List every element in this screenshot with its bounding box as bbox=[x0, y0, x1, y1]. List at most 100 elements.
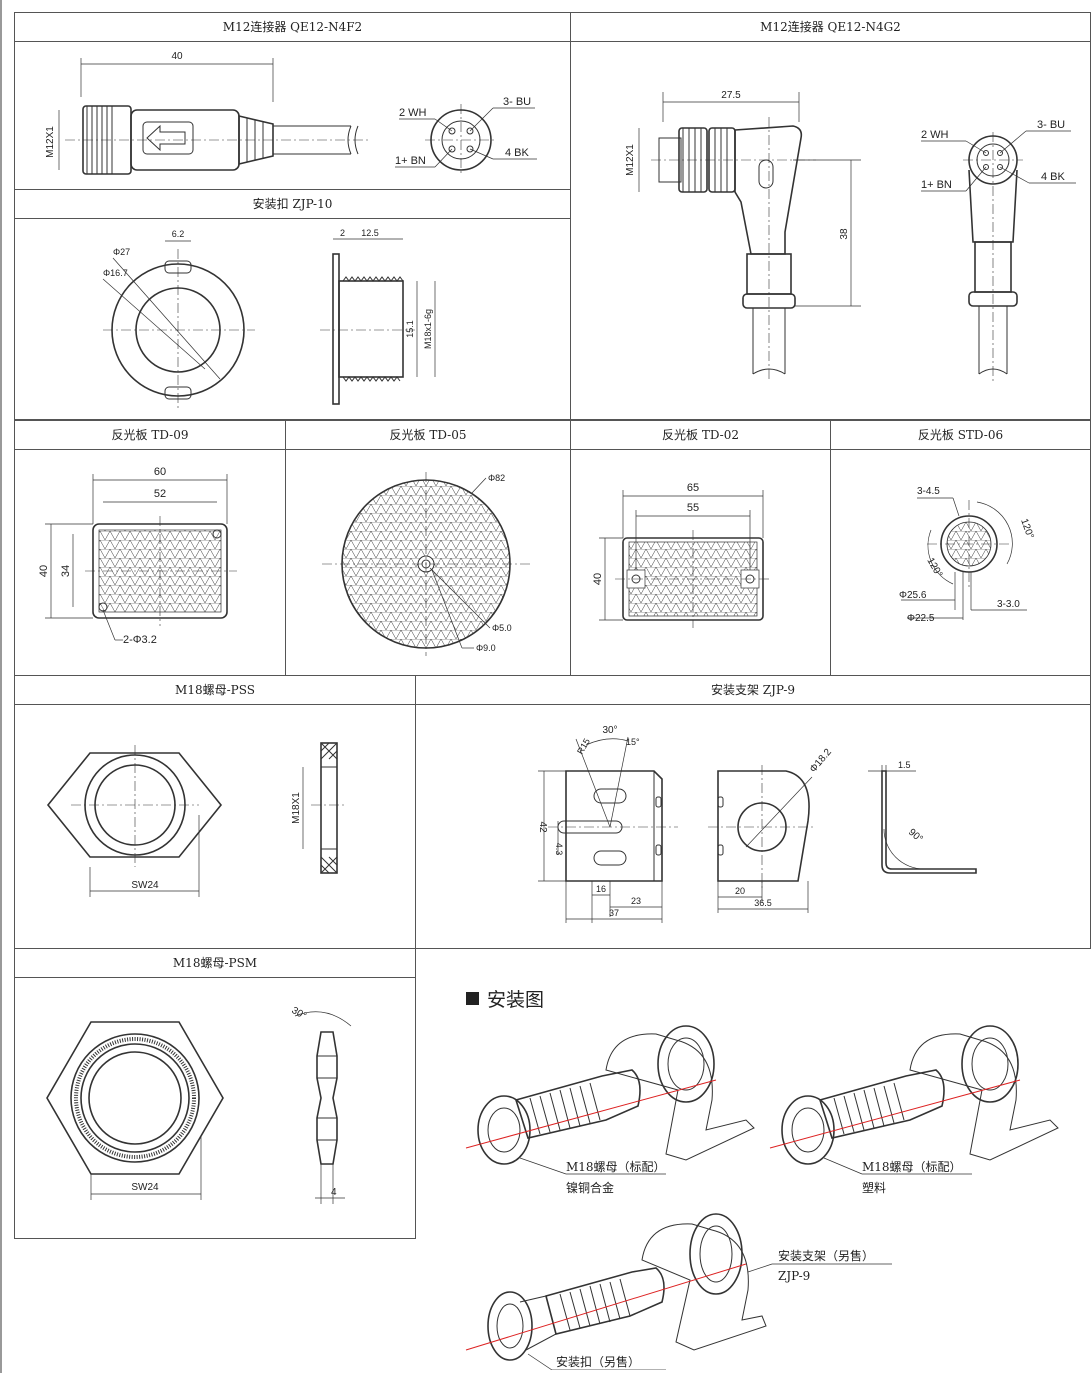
dim-36-5: 36.5 bbox=[754, 898, 772, 908]
panel-std06: 反光板 STD-06 120° 120° 3-4.5 Φ25.6 Φ22.5 3… bbox=[830, 420, 1091, 676]
install-heading: 安装图 bbox=[466, 985, 544, 1012]
assembly-plastic-nut: M18螺母（标配） 塑料 bbox=[769, 1025, 1059, 1195]
panel-title: M18螺母-PSM bbox=[15, 949, 415, 978]
panel-psm: M18螺母-PSM SW24 30° 4 bbox=[14, 948, 416, 1239]
dim-inner-width: 52 bbox=[154, 488, 166, 500]
panel-qe12-n4f2: M12连接器 QE12-N4F2 40 M12X1 2 WH 3- BU 1+ … bbox=[14, 12, 571, 190]
panel-title: M18螺母-PSS bbox=[15, 676, 415, 705]
panel-title: 安装支架 ZJP-9 bbox=[416, 676, 1090, 705]
pin-2: 2 WH bbox=[921, 129, 949, 141]
label-bracket: 安装支架（另售） bbox=[778, 1248, 874, 1263]
dim-slot: 3-3.0 bbox=[997, 599, 1020, 610]
dim-radius: R15 bbox=[575, 737, 592, 756]
dim-thickness: 2 bbox=[340, 228, 345, 238]
reflector-td09-drawing: 60 52 40 34 2-Φ3.2 bbox=[38, 466, 237, 646]
dim-height: 15.1 bbox=[405, 320, 415, 338]
dim-thread: M18x1-6g bbox=[423, 309, 433, 349]
dim-hole: 2-Φ3.2 bbox=[123, 634, 157, 646]
dim-angle-15: 15° bbox=[626, 737, 640, 747]
nut-psm-drawing: SW24 30° 4 bbox=[46, 1005, 352, 1204]
dim-angle-1: 120° bbox=[1018, 517, 1035, 540]
dim-counterbore-dia: Φ9.0 bbox=[476, 643, 496, 653]
dim-length: 12.5 bbox=[361, 228, 379, 238]
label-bracket-model: ZJP-9 bbox=[778, 1269, 810, 1283]
dim-width: 27.5 bbox=[721, 90, 741, 101]
dim-outer-height: 40 bbox=[38, 565, 50, 577]
dim-37: 37 bbox=[609, 908, 619, 918]
dim-thread: M12X1 bbox=[45, 126, 56, 158]
dim-slot-width: 3-4.5 bbox=[917, 486, 940, 497]
dim-angle-30: 30° bbox=[602, 725, 617, 736]
assembly-metal-nut: M18螺母（标配） 镍铜合金 bbox=[465, 1025, 755, 1195]
bullet-square-icon bbox=[466, 992, 479, 1005]
pin-3: 3- BU bbox=[503, 96, 531, 108]
panel-zjp10: 安装扣 ZJP-10 6.2 Φ27 Φ16.7 2 12.5 15.1 M18… bbox=[14, 189, 571, 420]
dim-inner-dia: Φ22.5 bbox=[907, 613, 935, 624]
dim-angle: 30° bbox=[290, 1005, 309, 1022]
panel-pss: M18螺母-PSS SW24 M18X1 bbox=[14, 675, 416, 949]
panel-title: M12连接器 QE12-N4F2 bbox=[15, 13, 570, 42]
dim-thread: M18X1 bbox=[291, 792, 302, 824]
dim-angle-90: 90° bbox=[906, 827, 925, 845]
dim-inner-dia: Φ16.7 bbox=[103, 268, 128, 278]
label-plastic-material: 塑料 bbox=[862, 1180, 886, 1195]
panel-title: M12连接器 QE12-N4G2 bbox=[571, 13, 1090, 42]
install-heading-text: 安装图 bbox=[487, 989, 545, 1011]
panel-td09: 反光板 TD-09 60 52 40 34 2-Φ3.2 bbox=[14, 420, 286, 676]
dim-outer-width: 60 bbox=[154, 466, 166, 478]
install-clip-drawing: 6.2 Φ27 Φ16.7 2 12.5 15.1 M18x1-6g bbox=[102, 228, 436, 409]
dim-thread: M12X1 bbox=[625, 144, 636, 176]
dim-23: 23 bbox=[631, 896, 641, 906]
panel-zjp9: 安装支架 ZJP-9 R15 30° 15° 42 4.3 16 23 37 Φ… bbox=[415, 675, 1091, 949]
reflector-td05-drawing: Φ82 Φ5.0 Φ9.0 bbox=[322, 472, 530, 656]
connector-angled-drawing: 27.5 M12X1 38 2 WH 3- BU 1+ BN 4 BK bbox=[625, 90, 1076, 382]
dim-outer-width: 65 bbox=[687, 482, 699, 494]
panel-title: 安装扣 ZJP-10 bbox=[15, 190, 570, 219]
dim-16: 16 bbox=[596, 884, 606, 894]
panel-td05: 反光板 TD-05 Φ82 Φ5.0 Φ9.0 bbox=[285, 420, 571, 676]
panel-qe12-n4g2: M12连接器 QE12-N4G2 27.5 M12X1 38 2 WH 3- B… bbox=[570, 12, 1091, 420]
dim-angle-2: 120° bbox=[924, 556, 944, 579]
dim-outer-dia: Φ27 bbox=[113, 247, 130, 257]
panel-title: 反光板 TD-05 bbox=[286, 421, 570, 450]
dim-outer-dia: Φ82 bbox=[488, 473, 505, 483]
install-diagram: M18螺母（标配） 镍铜合金 M18螺母（标配） 塑料 安装支架（另售） ZJP… bbox=[465, 1025, 1059, 1370]
dim-height: 40 bbox=[592, 573, 604, 585]
dim-thickness: 4 bbox=[331, 1187, 337, 1198]
page-edge bbox=[0, 0, 2, 1373]
dim-inner-height: 34 bbox=[60, 565, 72, 577]
label-metal-material: 镍铜合金 bbox=[566, 1180, 614, 1195]
panel-title: 反光板 TD-09 bbox=[15, 421, 285, 450]
pin-1: 1+ BN bbox=[921, 179, 952, 191]
assembly-bracket-clip: 安装支架（另售） ZJP-9 安装扣（另售） bbox=[465, 1213, 892, 1370]
dim-outer-dia: Φ25.6 bbox=[899, 590, 927, 601]
dim-20: 20 bbox=[735, 886, 745, 896]
reflector-td02-drawing: 65 55 40 bbox=[592, 482, 771, 628]
panel-title: 反光板 STD-06 bbox=[831, 421, 1090, 450]
dim-hole-dia: Φ5.0 bbox=[492, 623, 512, 633]
label-metal-nut: M18螺母（标配） bbox=[566, 1160, 666, 1174]
label-plastic-nut: M18螺母（标配） bbox=[862, 1160, 962, 1174]
dim-sw: SW24 bbox=[131, 880, 159, 891]
dim-thickness: 1.5 bbox=[898, 760, 911, 770]
bracket-zjp9-drawing: R15 30° 15° 42 4.3 16 23 37 Φ18.2 20 36.… bbox=[537, 725, 977, 923]
pin-2: 2 WH bbox=[399, 107, 427, 119]
dim-slot-height: 4.3 bbox=[554, 843, 564, 856]
pin-4: 4 BK bbox=[505, 147, 530, 159]
dim-height: 38 bbox=[839, 228, 850, 240]
pin-4: 4 BK bbox=[1041, 171, 1066, 183]
reflector-std06-drawing: 120° 120° 3-4.5 Φ25.6 Φ22.5 3-3.0 bbox=[899, 486, 1036, 624]
dim-inner-width: 55 bbox=[687, 502, 699, 514]
dim-sw: SW24 bbox=[131, 1182, 159, 1193]
connector-straight-drawing: 40 M12X1 2 WH 3- BU 1+ BN 4 BK bbox=[45, 51, 537, 176]
nut-pss-drawing: SW24 M18X1 bbox=[46, 742, 347, 897]
label-clip: 安装扣（另售） bbox=[556, 1354, 640, 1369]
panel-td02: 反光板 TD-02 65 55 40 bbox=[570, 420, 831, 676]
dim-height: 42 bbox=[537, 821, 548, 833]
pin-1: 1+ BN bbox=[395, 155, 426, 167]
dim-width: 6.2 bbox=[172, 229, 185, 239]
dim-hole-dia: Φ18.2 bbox=[808, 747, 834, 775]
panel-title: 反光板 TD-02 bbox=[571, 421, 830, 450]
pin-3: 3- BU bbox=[1037, 119, 1065, 131]
dim-length: 40 bbox=[171, 51, 183, 62]
